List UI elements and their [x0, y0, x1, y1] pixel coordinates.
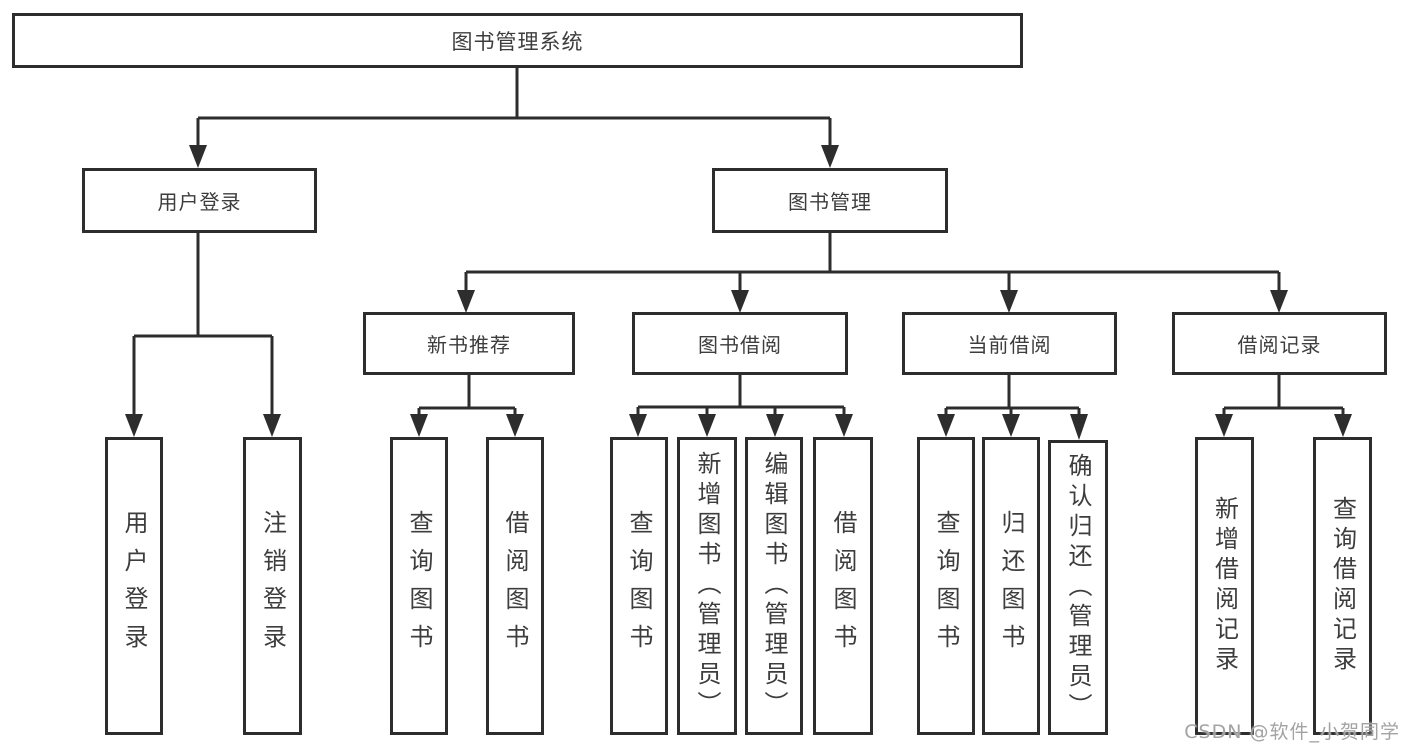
node-label: 当前借阅 — [967, 333, 1052, 357]
node-label: 图书管理系统 — [451, 29, 584, 54]
leaf-add-book-admin: 新增图书（管理员） — [677, 437, 737, 735]
leaf-add-borrow-record: 新增借阅记录 — [1195, 437, 1254, 735]
leaf-borrow-books: 借阅图书 — [486, 437, 544, 735]
leaf-edit-book-admin: 编辑图书（管理员） — [745, 437, 803, 735]
leaf-query-books: 查询图书 — [610, 437, 668, 735]
node-book-management: 图书管理 — [712, 168, 948, 233]
leaf-return-books: 归还图书 — [982, 437, 1040, 735]
node-label: 用户登录 — [157, 190, 242, 214]
leaf-user-login: 用户登录 — [105, 437, 163, 735]
leaf-label: 新增借阅记录 — [1210, 496, 1239, 676]
leaf-borrow-books: 借阅图书 — [813, 437, 873, 735]
watermark: CSDN @软件_小贺同学 — [1184, 721, 1400, 743]
leaf-label: 新增图书（管理员） — [693, 451, 721, 721]
node-borrowing-records: 借阅记录 — [1172, 312, 1387, 375]
leaf-label: 查询图书 — [625, 510, 653, 662]
node-new-book-recommend: 新书推荐 — [363, 312, 575, 375]
node-user-login: 用户登录 — [82, 168, 317, 233]
leaf-label: 编辑图书（管理员） — [760, 451, 788, 721]
leaf-query-borrow-record: 查询借阅记录 — [1313, 437, 1372, 735]
node-library-management-system: 图书管理系统 — [12, 13, 1023, 68]
leaf-label: 查询图书 — [932, 510, 960, 662]
node-label: 图书管理 — [788, 190, 872, 214]
leaf-label: 查询借阅记录 — [1328, 496, 1357, 676]
leaf-label: 确认归还（管理员） — [1064, 452, 1092, 723]
leaf-label: 查询图书 — [405, 510, 433, 662]
leaf-query-books: 查询图书 — [390, 437, 448, 735]
leaf-label: 归还图书 — [997, 510, 1025, 662]
leaf-label: 借阅图书 — [829, 510, 857, 662]
leaf-logout: 注销登录 — [243, 437, 302, 735]
leaf-query-books: 查询图书 — [917, 437, 975, 735]
node-label: 新书推荐 — [427, 333, 511, 357]
leaf-label: 用户登录 — [120, 510, 148, 662]
leaf-label: 借阅图书 — [501, 510, 529, 662]
leaf-label: 注销登录 — [258, 510, 287, 662]
node-label: 图书借阅 — [698, 333, 782, 357]
node-label: 借阅记录 — [1237, 333, 1322, 357]
leaf-confirm-return-admin: 确认归还（管理员） — [1048, 440, 1108, 735]
node-book-borrowing: 图书借阅 — [632, 312, 848, 375]
node-current-borrowing: 当前借阅 — [902, 312, 1117, 375]
